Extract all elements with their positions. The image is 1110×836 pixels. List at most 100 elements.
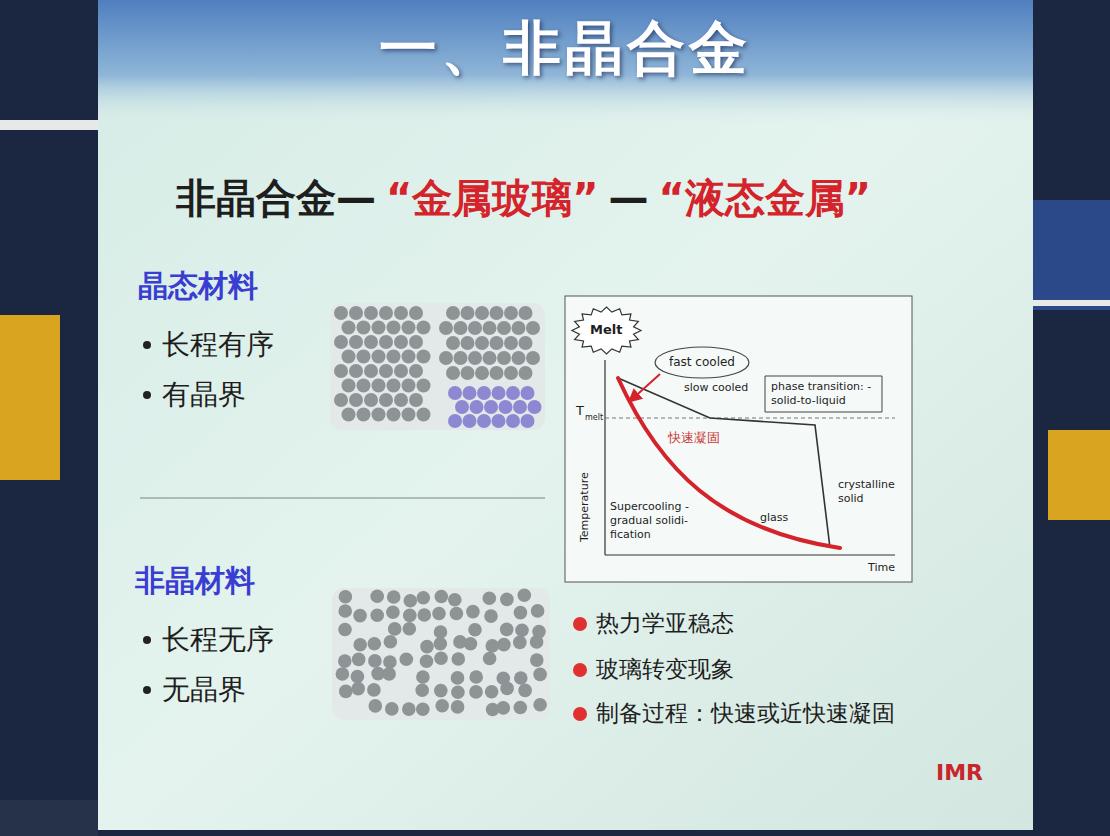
chart-label: crystalline solid — [838, 478, 908, 506]
amorphous-panel — [332, 588, 550, 720]
atom — [368, 654, 382, 668]
atom — [388, 622, 402, 636]
process-box: phase transition: -solid-to-liquid — [765, 376, 882, 412]
atom — [342, 350, 356, 364]
atom — [477, 386, 491, 400]
atom — [394, 306, 408, 320]
ellipse-outline — [655, 347, 749, 378]
atom — [439, 321, 453, 335]
atom — [500, 623, 514, 637]
atom — [387, 321, 401, 335]
atom — [497, 638, 511, 652]
atom — [435, 590, 449, 604]
atom — [486, 639, 500, 653]
node-text: phase transition: -solid-to-liquid — [771, 380, 876, 408]
atom — [349, 335, 363, 349]
atom — [466, 605, 480, 619]
atom — [370, 589, 384, 603]
atom — [528, 400, 542, 414]
atom — [351, 670, 365, 684]
atom — [342, 408, 356, 422]
atom — [497, 351, 511, 365]
atom — [402, 321, 416, 335]
atom — [415, 683, 429, 697]
atom — [461, 366, 475, 380]
label-ellipse: fast cooled — [655, 347, 749, 378]
axis-title: Temperature — [578, 472, 591, 542]
crystal-panel — [330, 303, 545, 430]
institute-logo: IMR — [936, 760, 983, 786]
atom — [434, 625, 448, 639]
atom — [490, 306, 504, 320]
atom — [526, 321, 540, 335]
atom — [434, 652, 448, 666]
atom — [368, 637, 382, 651]
atom — [518, 684, 532, 698]
atom — [334, 364, 348, 378]
atom — [504, 306, 518, 320]
atom — [402, 702, 416, 716]
subtitle-row: 非晶合金—“金属玻璃”—“液态金属” — [176, 174, 871, 222]
atom — [435, 699, 449, 713]
atom — [497, 701, 511, 715]
atom — [353, 638, 367, 652]
axis-title: Time — [868, 561, 895, 574]
atom — [409, 364, 423, 378]
atom — [372, 408, 386, 422]
projection-screen — [98, 0, 1033, 830]
atom — [338, 604, 352, 618]
atom — [463, 414, 477, 428]
atom — [417, 408, 431, 422]
atom — [387, 408, 401, 422]
atom — [492, 386, 506, 400]
atom — [364, 393, 378, 407]
atom — [420, 640, 434, 654]
atom — [461, 306, 475, 320]
atom — [364, 306, 378, 320]
atom — [409, 306, 423, 320]
chart-label: 快速凝固 — [668, 430, 720, 446]
subtitle-part: — — [609, 174, 649, 222]
chart-label: glass — [760, 511, 788, 524]
bullet-text: 长程有序 — [162, 328, 274, 362]
atom — [484, 400, 498, 414]
atom — [464, 637, 478, 651]
atom — [531, 604, 545, 618]
atom — [351, 682, 365, 696]
subtitle-part: “液态金属” — [659, 174, 872, 222]
subtitle-part: 非晶合金— — [176, 174, 376, 222]
atom — [379, 364, 393, 378]
atom — [446, 366, 460, 380]
node-text: Melt — [590, 322, 623, 338]
atom — [469, 685, 483, 699]
separator-line — [140, 497, 545, 499]
atom — [339, 590, 353, 604]
bullet-text: 无晶界 — [162, 673, 246, 707]
atom — [451, 686, 465, 700]
bullet-text: 制备过程：快速或近快速凝固 — [596, 700, 895, 728]
atom — [334, 306, 348, 320]
atom — [514, 606, 528, 620]
atom — [512, 351, 526, 365]
atom — [450, 607, 464, 621]
title-band — [98, 0, 1033, 125]
atom — [382, 667, 396, 681]
melt-starburst: Melt — [572, 307, 641, 354]
atom — [475, 336, 489, 350]
atom — [497, 321, 511, 335]
atom — [369, 699, 383, 713]
atom — [469, 670, 483, 684]
atom — [342, 379, 356, 393]
atom — [470, 400, 484, 414]
atom — [404, 594, 418, 608]
atom — [417, 379, 431, 393]
atom — [483, 321, 497, 335]
atom — [367, 683, 381, 697]
chart-label: slow cooled — [684, 381, 748, 394]
atom — [434, 637, 448, 651]
atom — [386, 606, 400, 620]
atom — [521, 414, 535, 428]
atom — [370, 608, 384, 622]
starburst-outline — [572, 307, 641, 354]
atom — [379, 335, 393, 349]
